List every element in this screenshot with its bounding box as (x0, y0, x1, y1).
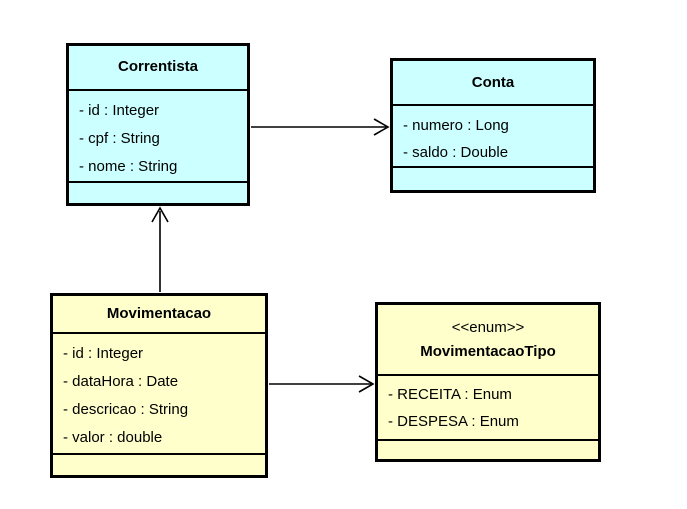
association-movimentacao-to-correntista[interactable] (151, 206, 169, 292)
attributes-compartment: - numero : Long - saldo : Double (393, 104, 593, 166)
class-box-conta[interactable]: Conta - numero : Long - saldo : Double (390, 58, 596, 193)
class-attribute: - descricao : String (63, 401, 189, 418)
class-name: Conta (471, 73, 515, 91)
attributes-compartment: - RECEITA : Enum - DESPESA : Enum (378, 374, 598, 439)
attributes-compartment: - id : Integer - cpf : String - nome : S… (69, 88, 247, 181)
class-stereotype: <<enum>> (451, 318, 525, 336)
class-title-compartment: <<enum>> MovimentacaoTipo (378, 305, 598, 374)
class-attribute: - dataHora : Date (63, 373, 179, 390)
class-attribute: - saldo : Double (403, 144, 509, 161)
class-attribute: - numero : Long (403, 117, 509, 134)
class-box-correntista[interactable]: Correntista - id : Integer - cpf : Strin… (66, 43, 250, 206)
open-arrowhead-icon (151, 206, 169, 223)
class-name: MovimentacaoTipo (420, 342, 556, 360)
class-name: Movimentacao (106, 305, 212, 322)
open-arrowhead-icon (373, 118, 390, 136)
class-attribute: - cpf : String (79, 129, 160, 147)
class-attribute: - DESPESA : Enum (388, 413, 519, 430)
methods-compartment (53, 453, 265, 475)
open-arrowhead-icon (358, 375, 375, 393)
class-attribute: - valor : double (63, 429, 163, 446)
association-correntista-to-conta[interactable] (251, 118, 390, 136)
class-attribute: - id : Integer (79, 101, 160, 119)
methods-compartment (69, 180, 247, 203)
class-title-compartment: Movimentacao (53, 296, 265, 332)
methods-compartment (378, 439, 598, 459)
association-movimentacao-to-movimentacaotipo[interactable] (269, 375, 375, 393)
class-title-compartment: Conta (393, 61, 593, 104)
class-name: Correntista (117, 58, 199, 76)
class-box-movimentacao[interactable]: Movimentacao - id : Integer - dataHora :… (50, 293, 268, 478)
class-title-compartment: Correntista (69, 46, 247, 89)
class-box-movimentacaotipo[interactable]: <<enum>> MovimentacaoTipo - RECEITA : En… (375, 302, 601, 462)
class-attribute: - RECEITA : Enum (388, 386, 512, 403)
class-attribute: - nome : String (79, 157, 178, 175)
class-attribute: - id : Integer (63, 345, 144, 362)
attributes-compartment: - id : Integer - dataHora : Date - descr… (53, 332, 265, 453)
methods-compartment (393, 166, 593, 190)
